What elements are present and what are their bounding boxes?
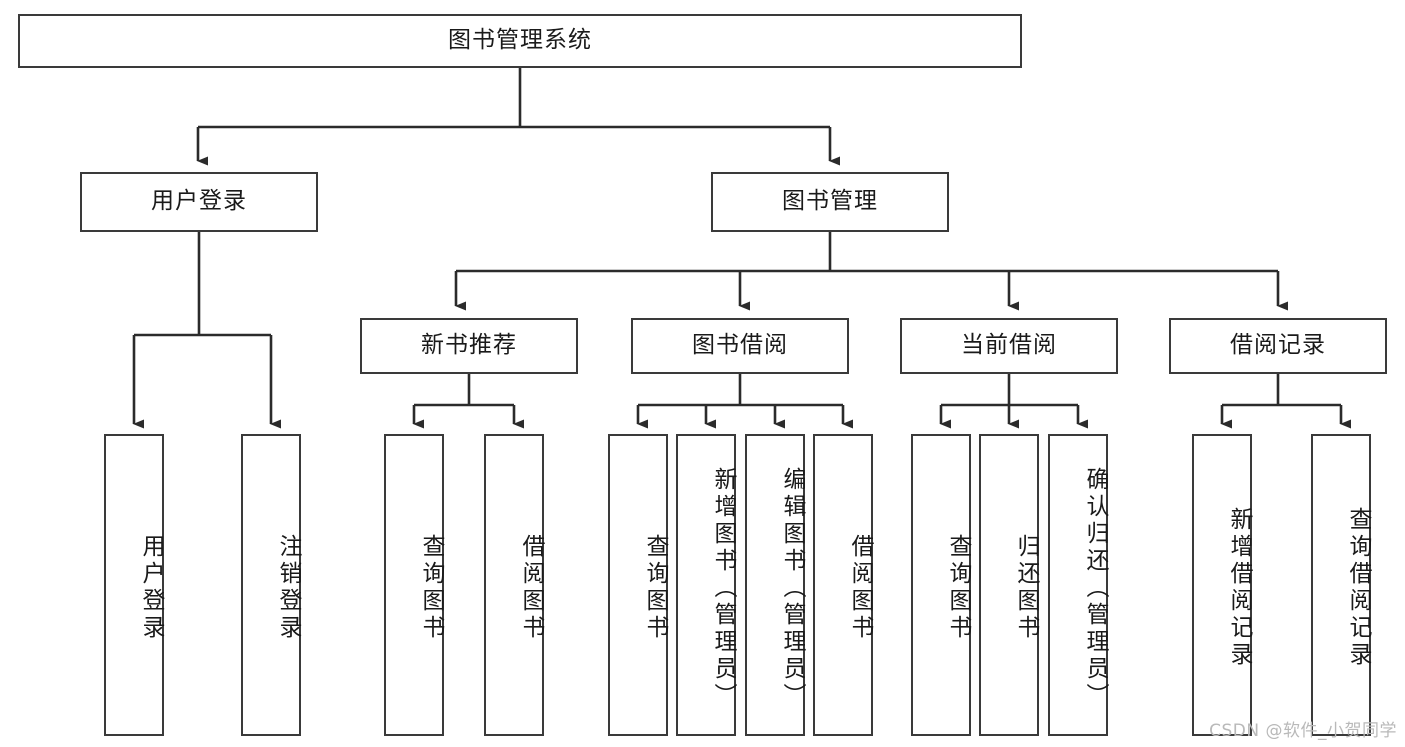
leaf-add-book-label: 新增图书（管理员） <box>710 466 736 710</box>
leaf-query-book-2[interactable]: 查询图书 <box>608 434 668 736</box>
leaf-return-book[interactable]: 归还图书 <box>979 434 1039 736</box>
leaf-confirm-return-label: 确认归还（管理员） <box>1082 466 1108 710</box>
leaf-user-logout[interactable]: 注销登录 <box>241 434 301 736</box>
leaf-user-login[interactable]: 用户登录 <box>104 434 164 736</box>
node-root[interactable]: 图书管理系统 <box>18 14 1022 68</box>
node-borrow-record[interactable]: 借阅记录 <box>1169 318 1387 374</box>
node-current-borrow[interactable]: 当前借阅 <box>900 318 1118 374</box>
node-book-manage[interactable]: 图书管理 <box>711 172 949 232</box>
node-new-book-recommend[interactable]: 新书推荐 <box>360 318 578 374</box>
leaf-query-book-1[interactable]: 查询图书 <box>384 434 444 736</box>
leaf-query-book-3-label: 查询图书 <box>945 534 971 642</box>
leaf-edit-book[interactable]: 编辑图书（管理员） <box>745 434 805 736</box>
leaf-borrow-book-2-label: 借阅图书 <box>847 534 873 642</box>
leaf-borrow-book-2[interactable]: 借阅图书 <box>813 434 873 736</box>
leaf-confirm-return[interactable]: 确认归还（管理员） <box>1048 434 1108 736</box>
node-book-borrow-label: 图书借阅 <box>692 332 788 359</box>
node-book-borrow[interactable]: 图书借阅 <box>631 318 849 374</box>
leaf-query-book-1-label: 查询图书 <box>418 534 444 642</box>
node-root-label: 图书管理系统 <box>448 27 592 54</box>
leaf-borrow-book-1[interactable]: 借阅图书 <box>484 434 544 736</box>
leaf-user-login-label: 用户登录 <box>138 534 164 642</box>
leaf-borrow-book-1-label: 借阅图书 <box>518 534 544 642</box>
leaf-add-record[interactable]: 新增借阅记录 <box>1192 434 1252 736</box>
node-user-login[interactable]: 用户登录 <box>80 172 318 232</box>
leaf-query-record-label: 查询借阅记录 <box>1345 507 1371 669</box>
leaf-add-record-label: 新增借阅记录 <box>1226 507 1252 669</box>
leaf-edit-book-label: 编辑图书（管理员） <box>779 466 805 710</box>
node-current-borrow-label: 当前借阅 <box>961 332 1057 359</box>
leaf-user-logout-label: 注销登录 <box>275 534 301 642</box>
leaf-query-book-2-label: 查询图书 <box>642 534 668 642</box>
node-borrow-record-label: 借阅记录 <box>1230 332 1326 359</box>
node-user-login-label: 用户登录 <box>151 188 247 215</box>
leaf-query-record[interactable]: 查询借阅记录 <box>1311 434 1371 736</box>
node-new-book-recommend-label: 新书推荐 <box>421 332 517 359</box>
node-book-manage-label: 图书管理 <box>782 188 878 215</box>
leaf-return-book-label: 归还图书 <box>1013 534 1039 642</box>
leaf-query-book-3[interactable]: 查询图书 <box>911 434 971 736</box>
leaf-add-book[interactable]: 新增图书（管理员） <box>676 434 736 736</box>
